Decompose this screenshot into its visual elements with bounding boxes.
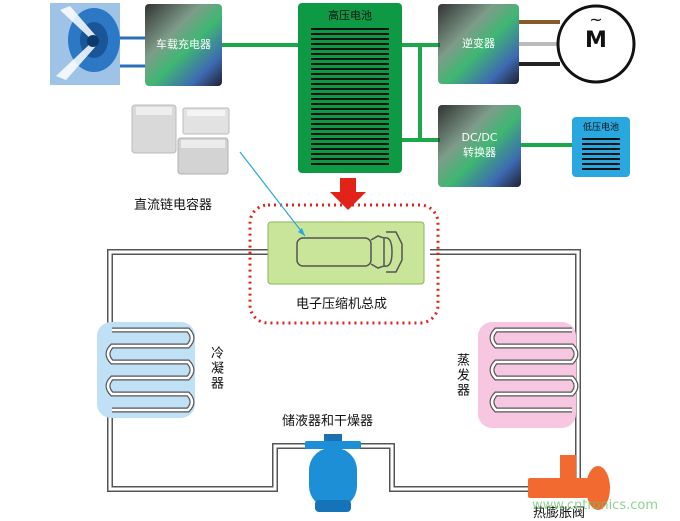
fan-graphic (50, 3, 120, 85)
compressor-shape (296, 231, 403, 273)
motor-circle (556, 4, 636, 84)
receiver-dryer-shape (305, 434, 361, 512)
compressor-box (267, 221, 425, 285)
condenser-bg (97, 322, 195, 418)
inverter-label: 逆变器 (462, 36, 495, 50)
hv-battery-block: 高压电池 (298, 3, 402, 173)
lv-battery-block: 低压电池 (572, 117, 630, 177)
down-arrow (330, 178, 366, 210)
dcdc-block: DC/DC 转换器 (438, 105, 521, 187)
compressor-dashed-border (248, 203, 440, 325)
evaporator-label: 蒸发器 (454, 353, 469, 398)
lv-battery-cells (582, 138, 620, 171)
hv-battery-label: 高压电池 (328, 9, 372, 22)
refrigerant-loop (107, 249, 581, 492)
receiver-dryer-label: 储液器和干燥器 (282, 414, 374, 429)
battery-cells (311, 27, 389, 168)
dcdc-label: DC/DC 转换器 (461, 131, 498, 159)
motor-label: ~ M (572, 12, 620, 54)
charger-block: 车载充电器 (145, 4, 222, 86)
inverter-to-motor-links (519, 20, 560, 66)
compressor-label: 电子压缩机总成 (296, 297, 388, 312)
charger-label: 车载充电器 (156, 37, 211, 51)
expansion-valve-label: 热膨胀阀 (533, 506, 586, 521)
condenser-label: 冷凝器 (208, 346, 223, 391)
inverter-block: 逆变器 (438, 4, 519, 84)
dc-link-capacitor-label: 直流链电容器 (134, 198, 213, 213)
fan-to-charger-links (120, 36, 145, 68)
power-links (222, 43, 572, 147)
lv-battery-label: 低压电池 (582, 123, 619, 133)
capacitor-pointer-line (239, 151, 306, 237)
expansion-valve-shape (528, 455, 610, 510)
motor-letter: M (585, 28, 607, 53)
watermark: www.cntronics.com (532, 498, 659, 513)
capacitor-images (131, 104, 230, 175)
motor-tilde: ~ (589, 10, 603, 29)
